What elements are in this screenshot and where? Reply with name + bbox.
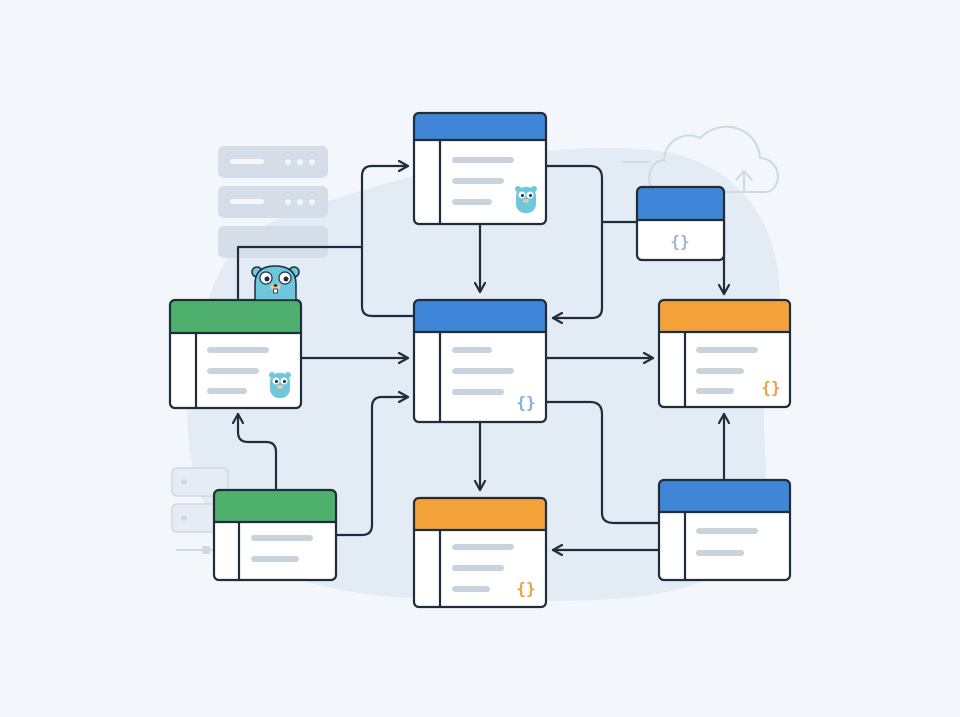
gopher-small-icon [269,372,291,398]
connector-gopher-to-top [236,166,410,300]
gopher-mascot-icon [251,265,300,301]
gopher-small-icon [515,186,537,213]
node-left-service [168,298,303,410]
curly-braces-icon: {} [670,232,689,251]
connector-bottom-left-to-left [238,412,278,492]
connector-top-to-right-branch [544,164,604,318]
node-top-service [412,111,548,226]
connector-center-to-bottom-right [544,400,661,525]
connectors [238,166,724,550]
node-bottom-service [412,496,548,609]
connector-bottom-left-to-center [334,397,410,537]
curly-braces-icon: {} [761,378,780,397]
node-center-service [412,298,548,424]
node-bottom-left-service [212,488,338,582]
node-right-service [657,298,792,409]
server-rack-icon [218,146,328,258]
node-bottom-right-service [657,478,792,582]
node-config-service [635,185,726,262]
curly-braces-icon: {} [516,579,535,598]
connector-top-to-center-left-loop [360,245,416,318]
cloud-upload-icon [622,125,779,193]
curly-braces-icon: {} [516,393,535,412]
